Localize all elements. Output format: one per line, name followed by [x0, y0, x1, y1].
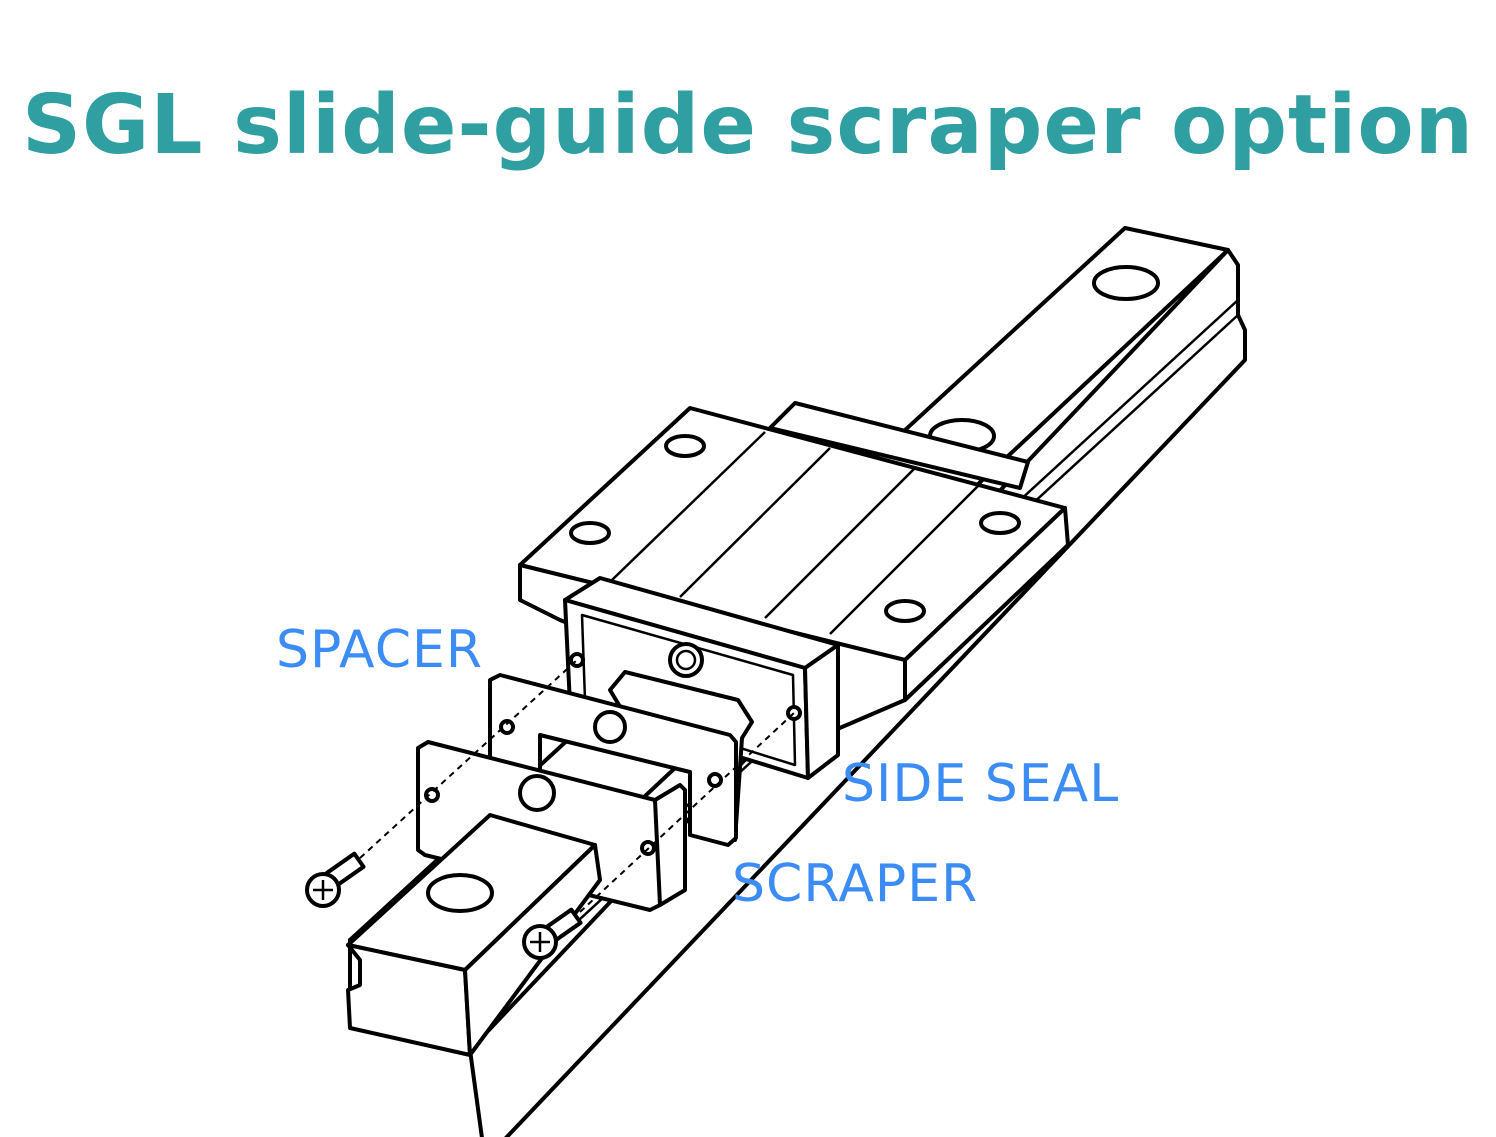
assembly-line: [359, 659, 578, 859]
block-mounting-hole: [884, 599, 926, 623]
scraper-label: SCRAPER: [732, 854, 979, 914]
mounting-screw: [305, 851, 366, 908]
block-mounting-hole: [664, 434, 706, 458]
mounting-screw: [522, 907, 583, 960]
diagram-title: SGL slide-guide scraper option: [21, 78, 1475, 173]
block-mounting-hole: [569, 521, 611, 545]
carriage-block: [518, 401, 1070, 780]
rail-mounting-hole: [1092, 265, 1160, 301]
block-mounting-hole: [979, 511, 1021, 535]
side-seal-label: SIDE SEAL: [842, 754, 1120, 814]
grease-nipple-hole: [668, 642, 704, 678]
spacer-label: SPACER: [276, 620, 483, 680]
assembly-line: [579, 712, 795, 913]
